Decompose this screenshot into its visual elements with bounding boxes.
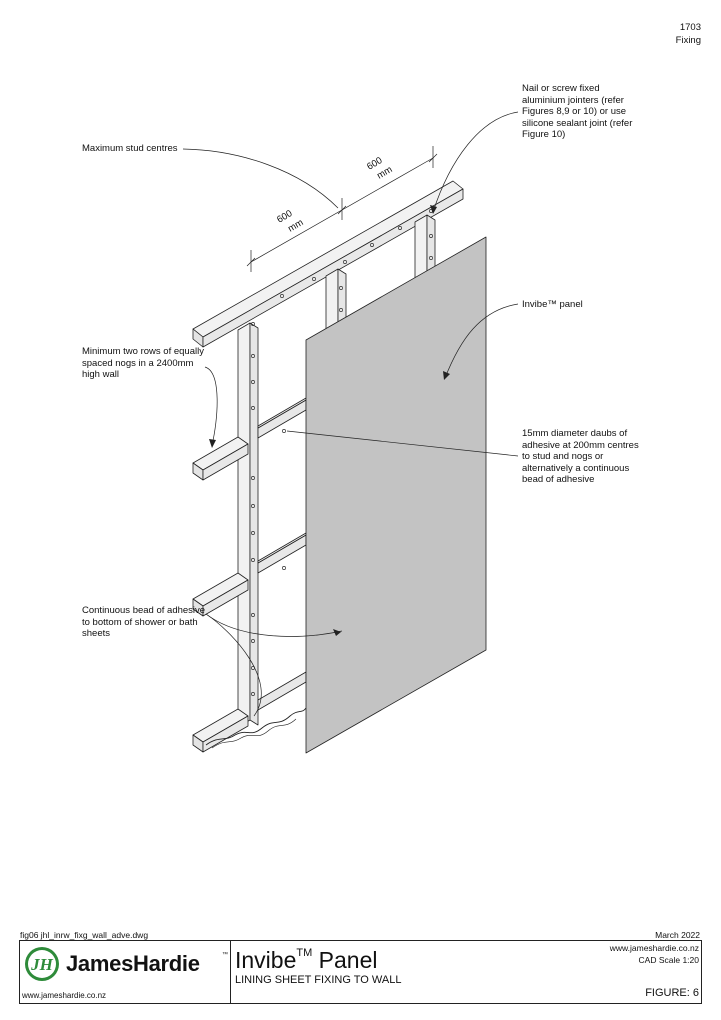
document-number: 1703 [679,22,701,33]
website-link[interactable]: www.jameshardie.co.nz [609,943,699,953]
stud-middle [325,268,347,338]
title-block: JH JamesHardie ™ www.jameshardie.co.nz I… [19,940,702,1004]
label-continuous-bead: Continuous bead of adhesive to bottom of… [82,605,206,639]
bottom-plate [192,671,307,753]
jameshardie-logo-icon: JH [24,946,60,982]
svg-text:JH: JH [30,955,54,974]
fixing-holes [251,209,433,696]
product-subtitle: LINING SHEET FIXING TO WALL [235,974,402,986]
brand-trademark: ™ [222,952,228,958]
top-plate [192,180,464,348]
nog-upper [192,397,307,481]
stud-left [237,322,259,728]
dimension-line [246,146,438,272]
label-maximum-stud-centres: Maximum stud centres [82,143,178,154]
stud-right [414,214,436,285]
section-name: Fixing [675,35,701,46]
invibe-panel-sheet [305,236,487,754]
adhesive-bead [205,707,307,746]
drawing-filename: fig06 jhl_inrw_fixg_wall_adve.dwg [20,930,149,940]
nog-lower [192,532,307,617]
arrowheads [209,205,450,636]
label-invibe-panel: Invibe™ panel [522,299,583,310]
leader-lines [182,111,519,717]
product-title: InvibeTM Panel [235,947,378,973]
brand-name: JamesHardie [66,951,200,976]
label-nogs: Minimum two rows of equally spaced nogs … [82,346,204,380]
cad-scale: CAD Scale 1:20 [638,955,699,965]
figure-number: FIGURE: 6 [645,987,699,999]
drawing-date: March 2022 [655,930,700,940]
label-adhesive-daubs: 15mm diameter daubs of adhesive at 200mm… [522,428,639,485]
website-small: www.jameshardie.co.nz [22,991,107,1000]
label-jointers: Nail or screw fixed aluminium jointers (… [522,83,633,140]
